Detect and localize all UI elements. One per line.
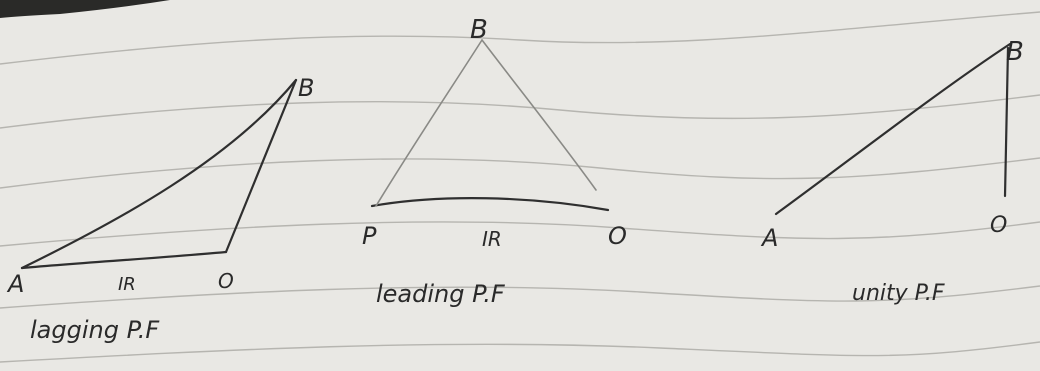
- unity-caption: unity P.F: [852, 281, 945, 306]
- leading-vertex-top: B: [470, 15, 488, 45]
- unity-vertex-right: O: [990, 213, 1007, 238]
- lagging-side: [224, 78, 298, 254]
- lagging-caption: lagging P.F: [30, 316, 160, 344]
- leading-diagram: B P O IR leading P.F: [362, 15, 627, 308]
- page-shadow: [0, 0, 170, 18]
- leading-caption: leading P.F: [376, 280, 506, 308]
- lagging-base: [20, 250, 228, 270]
- leading-right-side: [481, 39, 597, 191]
- leading-base-label: IR: [482, 227, 502, 251]
- unity-vertex-top: B: [1006, 37, 1024, 67]
- unity-hypotenuse: [774, 42, 1012, 216]
- leading-vertex-left: P: [362, 222, 377, 250]
- leading-base: [370, 197, 610, 212]
- lagging-diagram: A B O IR lagging P.F: [6, 74, 314, 344]
- unity-side: [1003, 46, 1010, 198]
- unity-vertex-left: A: [760, 224, 778, 252]
- leading-left-side: [375, 39, 483, 207]
- lagging-vertex-top: B: [298, 74, 314, 102]
- lagging-vertex-right: O: [218, 269, 234, 293]
- lagging-vertex-left: A: [6, 270, 24, 298]
- leading-vertex-right: O: [608, 222, 627, 250]
- ruled-lines: [0, 11, 1040, 363]
- lagging-hypotenuse: [20, 78, 298, 270]
- unity-diagram: B A O unity P.F: [760, 37, 1024, 306]
- lagging-base-label: IR: [118, 274, 136, 295]
